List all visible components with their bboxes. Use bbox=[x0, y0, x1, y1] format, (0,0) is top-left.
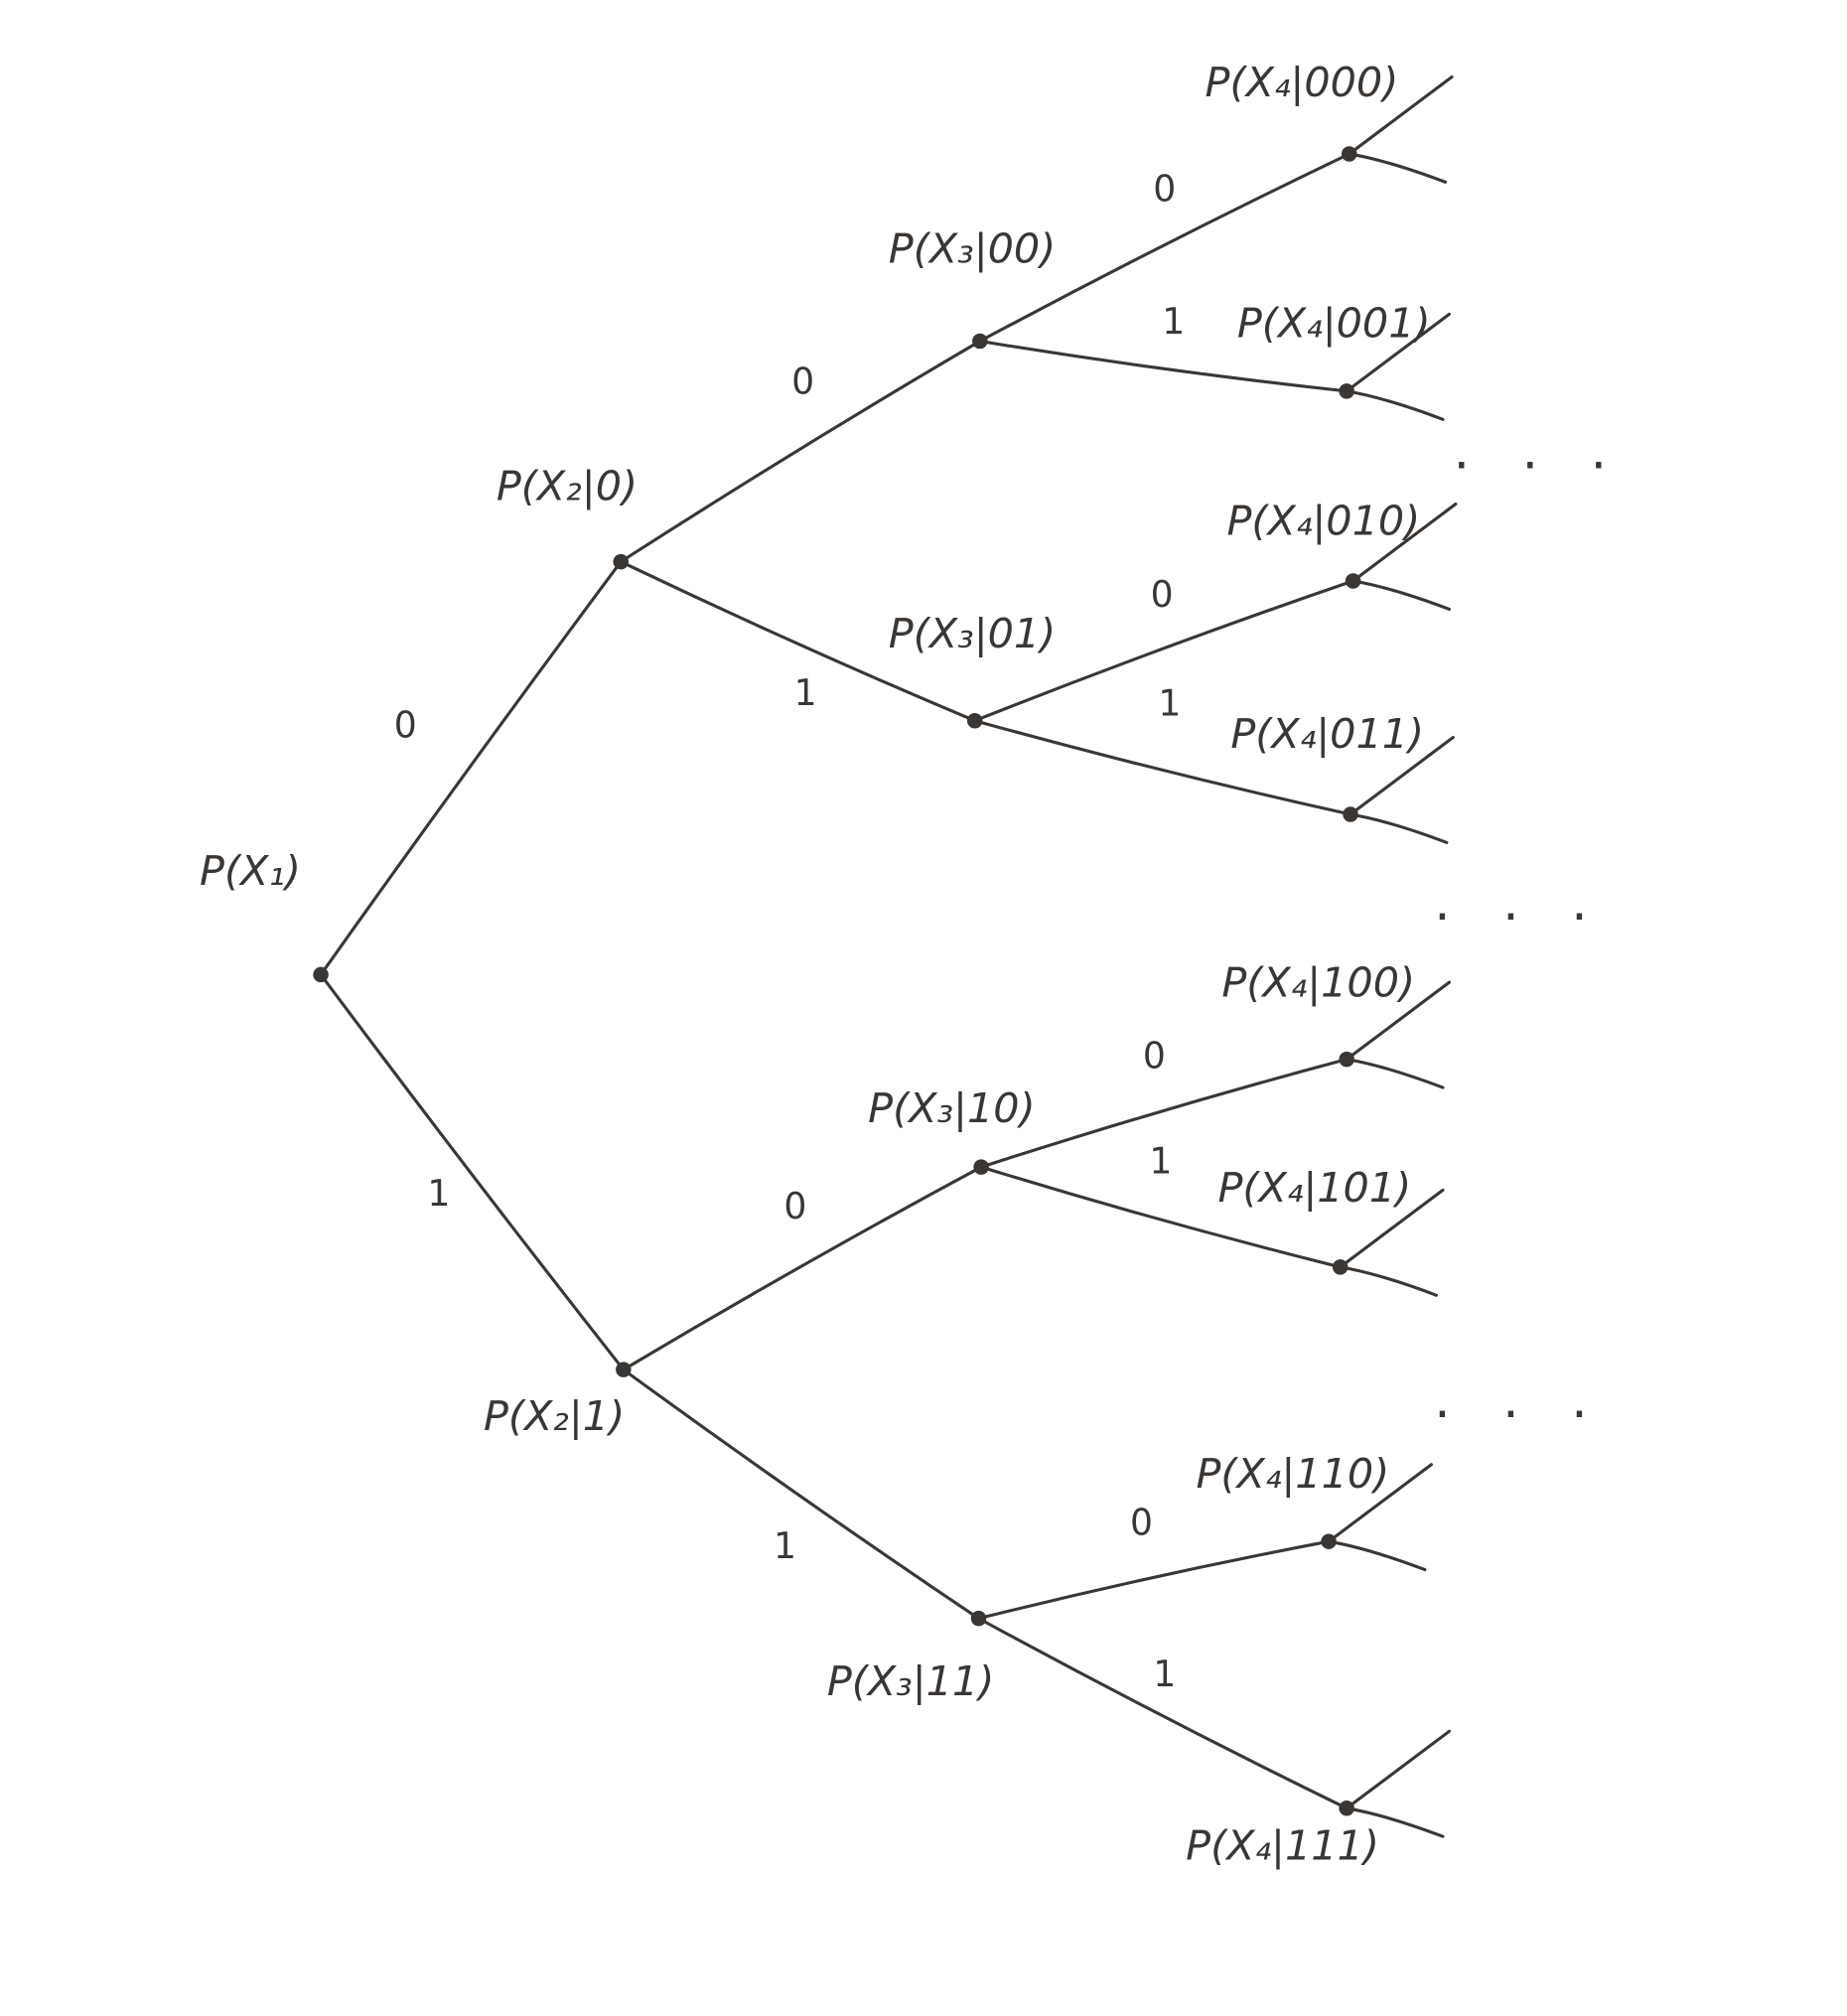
edge-01-011 bbox=[973, 719, 1352, 816]
edge-label: 1 bbox=[774, 1524, 796, 1567]
node-label: P(X₃|11) bbox=[827, 1657, 995, 1705]
node-11 bbox=[970, 1610, 987, 1627]
node-label: P(X₄|101) bbox=[1217, 1164, 1411, 1212]
node-011 bbox=[1343, 806, 1358, 822]
edge-label: 0 bbox=[1143, 1035, 1166, 1078]
edge-0-01 bbox=[619, 560, 977, 723]
node-label: P(X₄|110) bbox=[1197, 1450, 1390, 1498]
branch-stub-up bbox=[1351, 502, 1458, 583]
branch-stub-up bbox=[1345, 1729, 1452, 1810]
branch-stub-down bbox=[1348, 152, 1448, 184]
node-label: P(X₄|011) bbox=[1230, 710, 1424, 758]
node-label: P(X₂|0) bbox=[497, 463, 638, 510]
node-label: P(X₄|100) bbox=[1221, 958, 1415, 1006]
edge-label: 0 bbox=[1130, 1502, 1153, 1544]
node-label: P(X₄|001) bbox=[1237, 300, 1431, 348]
edge-label: 0 bbox=[394, 704, 417, 747]
edge-11-110 bbox=[976, 1539, 1331, 1621]
node-10 bbox=[973, 1159, 989, 1175]
edge-10-101 bbox=[979, 1165, 1343, 1269]
edge-label: 1 bbox=[1158, 682, 1181, 725]
edge-label: 1 bbox=[794, 671, 817, 714]
edge-label: 0 bbox=[783, 1185, 806, 1227]
node-label: P(X₄|111) bbox=[1186, 1821, 1379, 1869]
node-00 bbox=[972, 333, 988, 350]
node-1 bbox=[616, 1362, 632, 1377]
branch-stub-up bbox=[1327, 1463, 1433, 1543]
branch-stub-down bbox=[1349, 812, 1449, 844]
branch-stub-down bbox=[1327, 1539, 1427, 1572]
node-label: P(X₃|10) bbox=[868, 1084, 1036, 1132]
branch-stub-up bbox=[1349, 735, 1455, 816]
edge-label: 1 bbox=[427, 1172, 450, 1215]
node-110 bbox=[1321, 1533, 1337, 1549]
node-root bbox=[313, 966, 329, 983]
edge-00-001 bbox=[978, 339, 1349, 393]
branch-stub-up bbox=[1339, 1188, 1445, 1269]
edge-00-000 bbox=[978, 152, 1351, 344]
node-100 bbox=[1339, 1051, 1354, 1068]
node-label: P(X₄|000) bbox=[1206, 59, 1399, 106]
branch-stub-down bbox=[1339, 1265, 1439, 1297]
edge-label: 0 bbox=[791, 360, 814, 402]
edge-1-11 bbox=[622, 1368, 981, 1621]
node-label: P(X₃|00) bbox=[889, 225, 1057, 273]
node-label: P(X₁) bbox=[200, 847, 301, 895]
edge-01-010 bbox=[973, 579, 1355, 723]
ellipsis: . . . bbox=[1454, 421, 1625, 481]
edge-label: 1 bbox=[1162, 300, 1185, 343]
edge-10-100 bbox=[979, 1058, 1349, 1169]
node-101 bbox=[1332, 1259, 1349, 1275]
edge-root-0 bbox=[319, 560, 623, 976]
branch-stub-up bbox=[1348, 74, 1454, 156]
edge-label: 0 bbox=[1151, 573, 1174, 616]
node-01 bbox=[966, 712, 983, 729]
branch-stub-down bbox=[1345, 389, 1445, 421]
ellipsis: . . . bbox=[1434, 873, 1605, 933]
node-010 bbox=[1345, 573, 1361, 589]
node-000 bbox=[1341, 146, 1357, 162]
edge-label: 1 bbox=[1153, 1653, 1176, 1695]
node-0 bbox=[613, 553, 629, 570]
node-label: P(X₄|010) bbox=[1227, 497, 1421, 544]
node-111 bbox=[1339, 1800, 1354, 1816]
edge-1-10 bbox=[622, 1165, 983, 1371]
edge-0-00 bbox=[619, 339, 982, 564]
branch-stub-down bbox=[1351, 579, 1452, 611]
edge-label: 1 bbox=[1149, 1140, 1172, 1183]
branch-stub-up bbox=[1345, 980, 1452, 1062]
node-001 bbox=[1339, 383, 1354, 399]
ellipsis: . . . bbox=[1434, 1370, 1605, 1430]
edge-11-111 bbox=[976, 1617, 1349, 1810]
branch-stub-down bbox=[1345, 1806, 1445, 1838]
node-label: P(X₂|1) bbox=[484, 1392, 625, 1440]
node-label: P(X₃|01) bbox=[889, 610, 1057, 657]
edge-label: 0 bbox=[1153, 168, 1176, 211]
edge-root-1 bbox=[319, 972, 626, 1371]
branch-stub-down bbox=[1345, 1058, 1445, 1089]
branch-stub-up bbox=[1345, 312, 1452, 393]
